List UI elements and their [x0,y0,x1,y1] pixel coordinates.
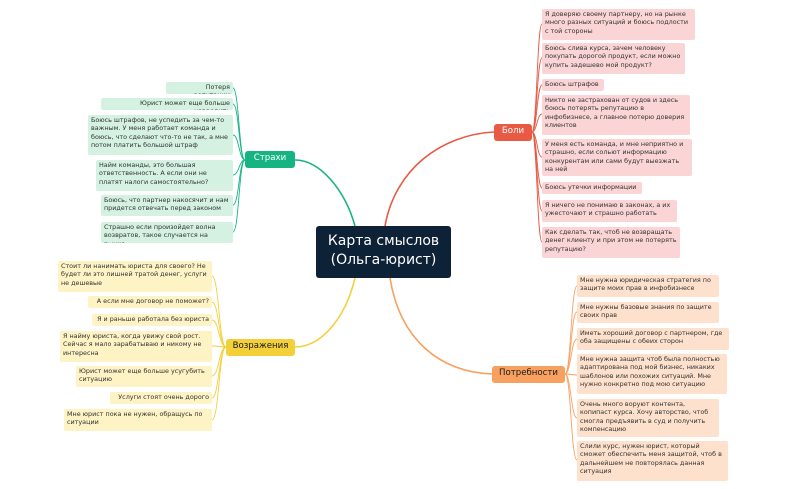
strahi-item[interactable]: Юрист может еще больше навредить [101,98,233,110]
vozrazheniya-item[interactable]: Юрист может еще больше усугубить ситуаци… [76,366,212,387]
potrebnosti-item[interactable]: Иметь хороший договор с партнером, где о… [577,328,729,350]
boli-item[interactable]: Я доверяю своему партнеру, но на рынке м… [542,9,695,40]
potrebnosti-item[interactable]: Мне нужна юридическая стратегия по защит… [577,275,719,297]
boli-item[interactable]: Боюсь утечки информации [542,182,642,194]
central-topic-line2: (Ольга-юрист) [330,252,437,268]
vozrazheniya-item[interactable]: Услуги стоят очень дорого [110,392,212,404]
branch-boli[interactable]: Боли [494,124,532,141]
vozrazheniya-item[interactable]: Я и раньше работала без юриста [92,314,212,326]
boli-item[interactable]: Боюсь штрафов [542,79,604,91]
branch-strahi[interactable]: Страхи [245,151,295,168]
boli-item[interactable]: Я ничего не понимаю в законах, а их ужес… [542,200,677,222]
potrebnosti-item[interactable]: Мне нужна защита чтоб была полностью ада… [577,354,727,394]
vozrazheniya-item[interactable]: Мне юрист пока не нужен, обращусь по сит… [64,409,212,431]
central-topic-line1: Карта смыслов [327,233,440,249]
vozrazheniya-item[interactable]: Стоит ли нанимать юриста для своего? Не … [58,261,212,292]
potrebnosti-item[interactable]: Слили курс, нужен юрист, который сможет … [577,441,728,481]
strahi-item[interactable]: Боюсь штрафов, не успедить за чем-то важ… [88,115,233,155]
vozrazheniya-item[interactable]: А если мне договор не поможет? [88,296,212,308]
strahi-item[interactable]: Потеря репутации [166,82,233,94]
branch-vozrazheniya[interactable]: Возражения [226,339,295,356]
potrebnosti-item[interactable]: Мне нужны базовые знания по защите своих… [577,302,719,323]
boli-item[interactable]: У меня есть команда, и мне неприятно и с… [542,139,692,176]
central-topic[interactable]: Карта смыслов (Ольга-юрист) [316,226,451,278]
strahi-item[interactable]: Боюсь, что партнер накосячит и нам приде… [101,195,233,216]
strahi-item[interactable]: Найм команды, это большая ответственност… [96,160,233,191]
potrebnosti-item[interactable]: Очень много воруют контента, копипаст ку… [577,399,719,437]
strahi-item[interactable]: Страшно если произойдет волна возвратов,… [101,222,233,243]
boli-item[interactable]: Боюсь слива курса, зачем человеку покупа… [542,43,685,74]
boli-item[interactable]: Как сделать так, чтоб не возвращать дене… [542,227,680,258]
vozrazheniya-item[interactable]: Я найму юриста, когда увижу свой рост. С… [60,331,212,362]
branch-potrebnosti[interactable]: Потребности [492,366,565,383]
boli-item[interactable]: Никто не застрахован от судов и здесь бо… [542,95,690,135]
